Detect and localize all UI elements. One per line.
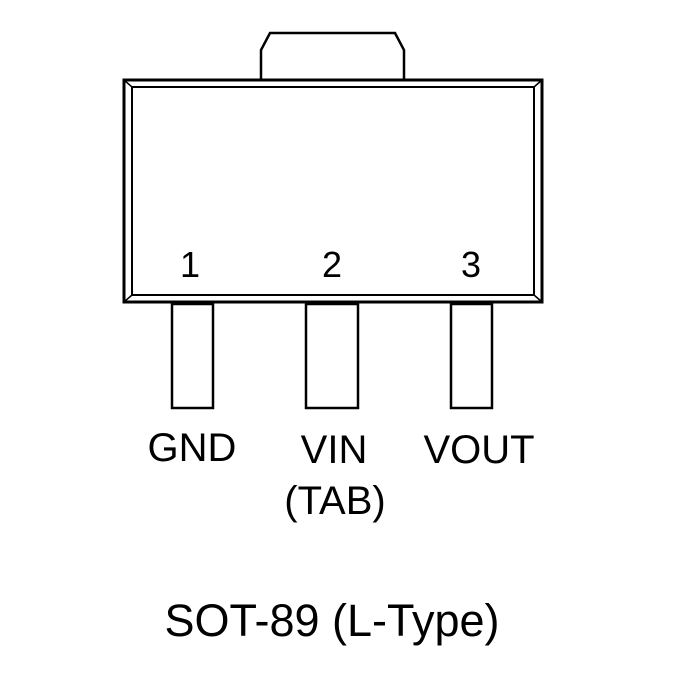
pin-1-lead [170, 302, 215, 410]
pin-2-lead [304, 302, 360, 410]
pin-3-label: VOUT [423, 428, 534, 472]
bevel-corner-br [533, 294, 543, 303]
pin-3-lead [449, 302, 494, 410]
package-tab [259, 31, 406, 80]
pin-1-label: GND [148, 426, 237, 470]
bevel-corner-tl [123, 79, 133, 88]
package-caption: SOT-89 (L-Type) [164, 595, 499, 646]
pin-1-number: 1 [180, 244, 200, 285]
pin-2-sublabel: (TAB) [284, 479, 385, 523]
package-body-inner [131, 86, 535, 296]
bevel-corner-tr [533, 79, 543, 88]
bevel-corner-bl [123, 294, 133, 303]
pin-2-number: 2 [322, 244, 342, 285]
package-body-outer [122, 78, 544, 304]
pin-2-label: VIN [301, 428, 368, 472]
pin-3-number: 3 [461, 244, 481, 285]
